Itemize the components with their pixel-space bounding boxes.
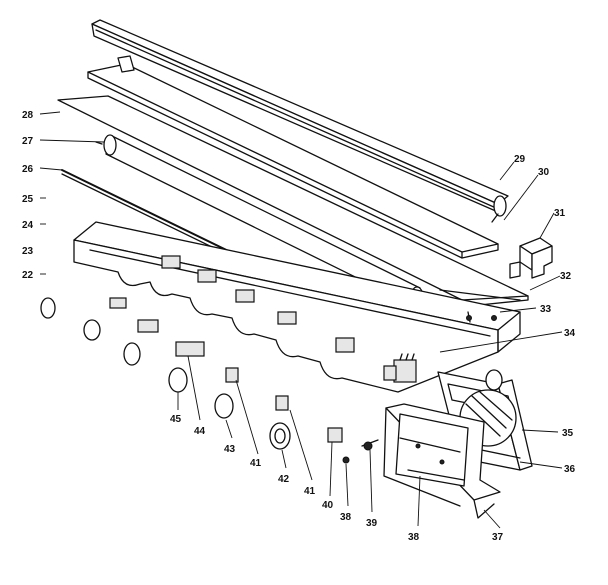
callout-35: 35 (562, 428, 574, 439)
lens-panel (87, 55, 499, 259)
socket (235, 289, 255, 303)
switch-assembly (383, 353, 417, 383)
socket (161, 255, 181, 269)
knobs (40, 297, 291, 450)
callout-43: 43 (224, 444, 236, 455)
socket (197, 269, 217, 283)
main-housing (73, 221, 521, 393)
callout-42: 42 (278, 474, 290, 485)
callout-38-a: 38 (408, 532, 420, 543)
callout-26: 26 (22, 164, 34, 175)
switch-part (327, 427, 343, 443)
callout-30: 30 (538, 167, 550, 178)
switch-part (109, 297, 127, 309)
end-bracket (439, 289, 521, 323)
switch-part (275, 395, 289, 411)
knob (214, 393, 234, 419)
callout-37: 37 (492, 532, 504, 543)
callout-36: 36 (564, 464, 576, 475)
callout-45: 45 (170, 414, 182, 425)
callout-41-b: 41 (250, 458, 262, 469)
knob (83, 319, 101, 341)
callout-31: 31 (554, 208, 566, 219)
callout-23: 23 (22, 246, 34, 257)
callout-22: 22 (22, 270, 34, 281)
switch-part (137, 319, 159, 333)
knob (40, 297, 56, 319)
switch-part (175, 341, 205, 357)
callout-33: 33 (540, 304, 552, 315)
callout-28: 28 (22, 110, 34, 121)
callout-34: 34 (564, 328, 576, 339)
callout-40: 40 (322, 500, 334, 511)
callout-39: 39 (366, 518, 378, 529)
callout-38-b: 38 (340, 512, 352, 523)
callout-32: 32 (560, 271, 572, 282)
front-frame (383, 403, 501, 519)
callout-41-a: 41 (304, 486, 316, 497)
callout-24: 24 (22, 220, 34, 231)
knob (168, 367, 188, 393)
socket (335, 337, 355, 353)
callout-27: 27 (22, 136, 34, 147)
switch-part (225, 367, 239, 383)
callout-29: 29 (514, 154, 526, 165)
callout-44: 44 (194, 426, 206, 437)
top-trim-rail (91, 19, 509, 223)
callout-25: 25 (22, 194, 34, 205)
end-cap-block (509, 237, 553, 279)
knob (123, 342, 141, 366)
leader-lines (39, 111, 563, 529)
callouts: 28 27 26 25 24 23 22 29 30 31 32 33 34 3… (22, 110, 576, 543)
small-parts (109, 297, 379, 464)
socket (277, 311, 297, 325)
